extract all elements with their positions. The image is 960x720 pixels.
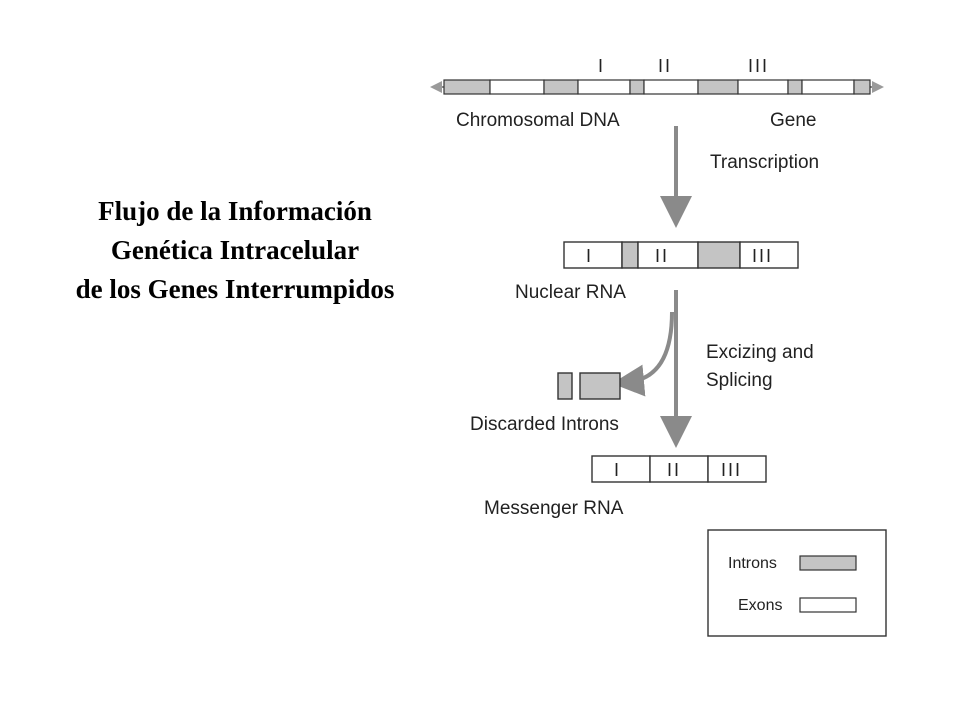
nuclear-rna-exon-label-2: II <box>655 246 669 266</box>
dna-left-arrow-icon <box>430 81 442 93</box>
mrna-exon-3 <box>707 455 767 483</box>
chromosomal-dna-label: Chromosomal DNA <box>456 110 620 131</box>
nuclear-rna-exon-3 <box>739 241 799 269</box>
transcription-label: Transcription <box>710 152 819 173</box>
legend: Introns Exons <box>707 529 887 637</box>
dna-intron-1 <box>629 79 645 95</box>
dna-flank-segment <box>443 79 491 95</box>
title-line-3: de los Genes Interrumpidos <box>75 274 395 304</box>
dna-right-arrow-icon <box>872 81 884 93</box>
messenger-rna: I II III Messenger RNA <box>484 455 767 519</box>
dna-exon-1 <box>577 79 631 95</box>
excizing-label-line-2: Splicing <box>706 370 773 391</box>
legend-exon-swatch <box>799 597 857 613</box>
nuclear-rna-intron-2 <box>697 241 741 269</box>
dna-exon-label-3: III <box>748 56 769 76</box>
dna-exon-label-1: I <box>598 56 605 76</box>
chromosomal-dna: I II III Chromosomal DNA Gene <box>430 56 884 131</box>
dna-exon-3 <box>737 79 789 95</box>
dna-intron-2 <box>697 79 739 95</box>
mrna-exon-2 <box>649 455 709 483</box>
dna-flank-segment <box>543 79 579 95</box>
legend-box <box>707 529 887 637</box>
mrna-exon-label-3: III <box>721 460 742 480</box>
title-line-2: Genética Intracelular <box>110 235 360 265</box>
title-line-1: Flujo de la Información <box>98 196 372 226</box>
nuclear-rna-intron-1 <box>621 241 639 269</box>
nuclear-rna-exon-1 <box>563 241 623 269</box>
dna-flank-segment <box>853 79 871 95</box>
mrna-exon-1 <box>591 455 651 483</box>
discarded-introns: Discarded Introns <box>470 372 621 435</box>
nuclear-rna-label: Nuclear RNA <box>515 282 626 303</box>
mrna-exon-label-2: II <box>667 460 681 480</box>
page-title: Flujo de la Información Genética Intrace… <box>0 192 470 309</box>
dna-flank-segment <box>489 79 545 95</box>
discarded-introns-label: Discarded Introns <box>470 414 619 435</box>
dna-flank-segment <box>787 79 803 95</box>
nuclear-rna: I II III Nuclear RNA <box>515 241 799 303</box>
mrna-exon-label-1: I <box>614 460 621 480</box>
excision-arrow-icon <box>612 311 674 397</box>
gene-label: Gene <box>770 110 816 131</box>
dna-exon-2 <box>643 79 699 95</box>
nuclear-rna-exon-2 <box>637 241 699 269</box>
dna-flank-segment <box>801 79 855 95</box>
dna-exon-label-2: II <box>658 56 672 76</box>
legend-intron-swatch <box>799 555 857 571</box>
legend-exons-label: Exons <box>738 597 782 614</box>
messenger-rna-label: Messenger RNA <box>484 498 624 519</box>
legend-introns-label: Introns <box>728 555 777 572</box>
excizing-label-line-1: Excizing and <box>706 342 814 363</box>
discarded-intron-1 <box>557 372 573 400</box>
nuclear-rna-exon-label-1: I <box>586 246 593 266</box>
nuclear-rna-exon-label-3: III <box>752 246 773 266</box>
discarded-intron-2 <box>579 372 621 400</box>
